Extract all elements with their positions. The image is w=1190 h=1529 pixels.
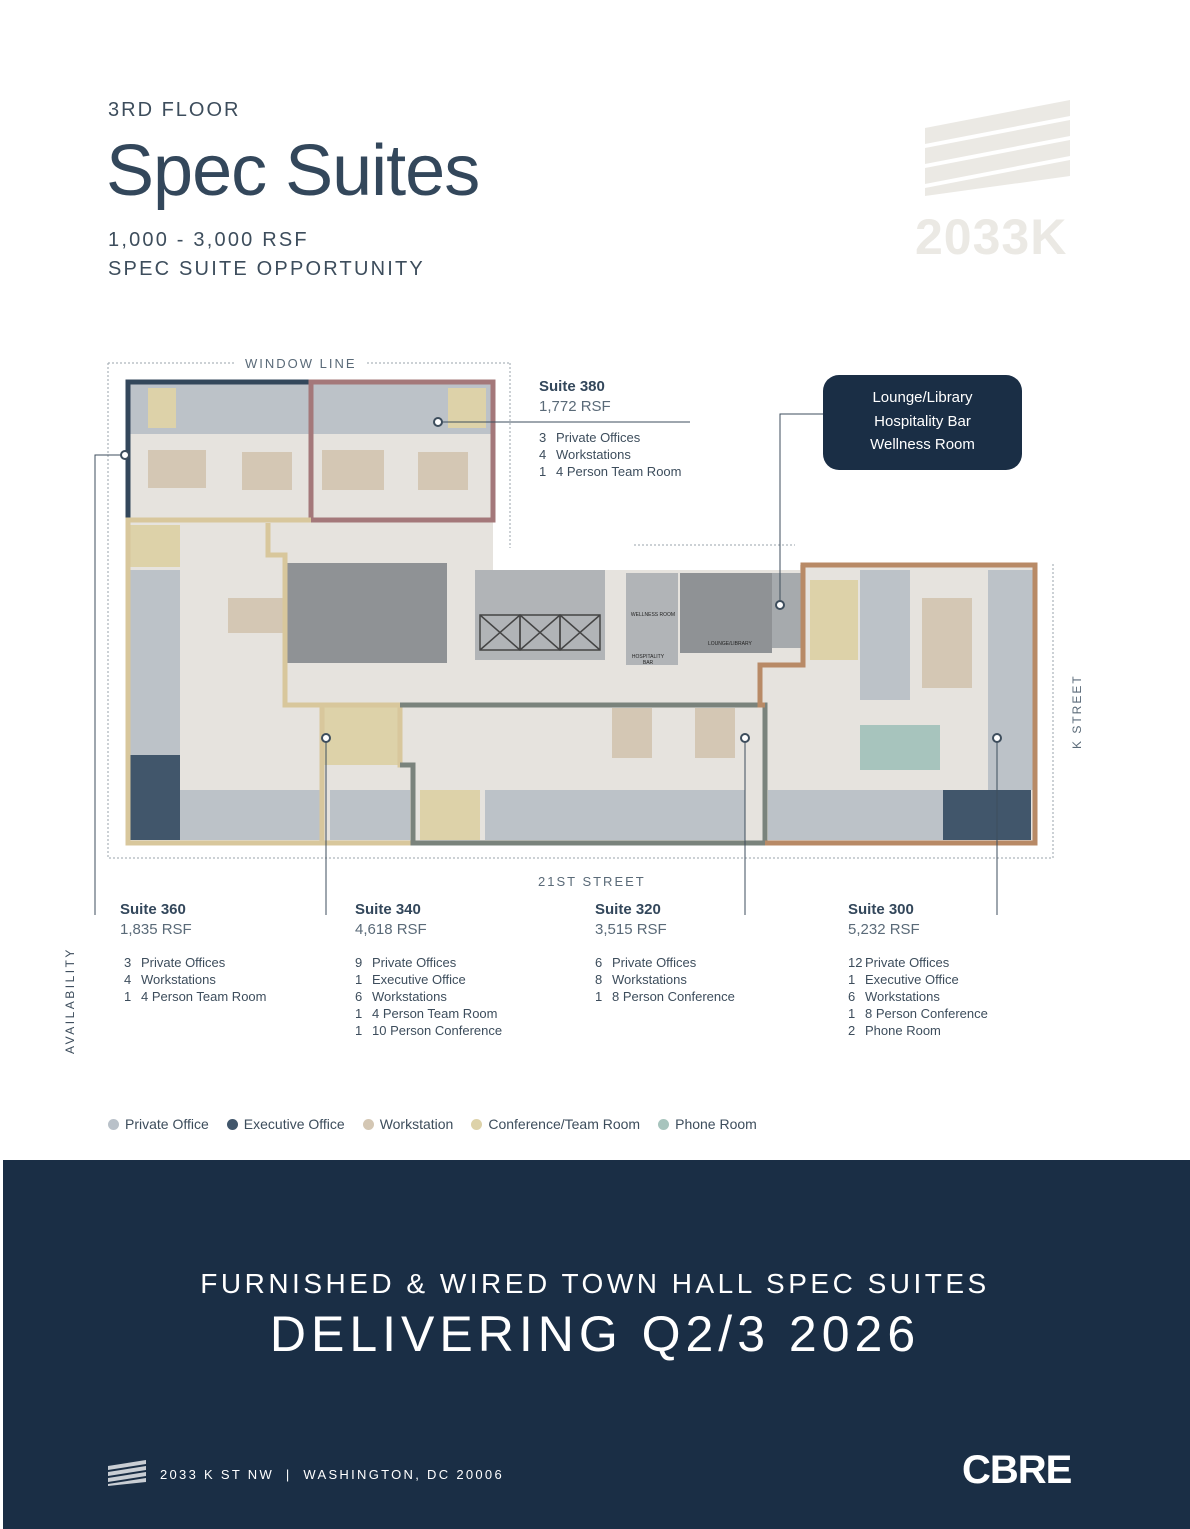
suite-rsf: 4,618 RSF [355, 921, 427, 938]
footer-address: 2033 K ST NW | WASHINGTON, DC 20006 [160, 1467, 504, 1482]
legend: Private Office Executive Office Workstat… [108, 1116, 775, 1132]
page-title: Spec Suites [106, 131, 480, 211]
street-label-bottom: 21ST STREET [538, 874, 646, 889]
legend-swatch [108, 1118, 119, 1130]
legend-phone-room: Phone Room [658, 1116, 757, 1132]
rsf-range: 1,000 - 3,000 RSF [108, 229, 309, 251]
amenity-wellness: Wellness Room [870, 436, 975, 453]
footer-headline: DELIVERING Q2/3 2026 [269, 1306, 921, 1362]
amenity-callout: Lounge/Library Hospitality Bar Wellness … [823, 375, 1022, 470]
suite-name: Suite 380 [539, 378, 605, 395]
hospitality-bar-label: HOSPITALITY BAR [631, 654, 665, 666]
suite-rsf: 5,232 RSF [848, 921, 920, 938]
availability-label: AVAILABILITY [63, 947, 77, 1054]
suite-rsf: 3,515 RSF [595, 921, 667, 938]
floor-label: 3RD FLOOR [108, 99, 241, 121]
street-label-right: K STREET [1070, 674, 1084, 749]
amenity-lounge: Lounge/Library [872, 389, 973, 406]
building-small-icon [108, 1460, 146, 1486]
lounge-library-label: LOUNGE/LIBRARY [708, 641, 752, 647]
footer-subtitle: FURNISHED & WIRED TOWN HALL SPEC SUITES [200, 1268, 990, 1299]
legend-swatch [471, 1118, 483, 1130]
suite-name: Suite 360 [120, 901, 186, 918]
wellness-room-label: WELLNESS ROOM [630, 612, 676, 618]
opportunity-label: SPEC SUITE OPPORTUNITY [108, 258, 425, 280]
building-logo-icon [925, 100, 1070, 196]
legend-swatch [658, 1118, 670, 1130]
suite-name: Suite 340 [355, 901, 421, 918]
suite-rsf: 1,772 RSF [539, 398, 611, 415]
legend-swatch [362, 1118, 374, 1130]
legend-workstation: Workstation [362, 1116, 453, 1132]
window-line-label: WINDOW LINE [245, 356, 357, 371]
suite-name: Suite 300 [848, 901, 914, 918]
legend-swatch [226, 1118, 238, 1130]
suite-name: Suite 320 [595, 901, 661, 918]
legend-executive-office: Executive Office [226, 1116, 345, 1132]
suite-rsf: 1,835 RSF [120, 921, 192, 938]
footer-banner [3, 1160, 1190, 1529]
cbre-logo: CBRE [962, 1448, 1072, 1492]
legend-conference: Conference/Team Room [471, 1116, 640, 1132]
amenity-bar: Hospitality Bar [874, 412, 971, 430]
building-mark: 2033K [915, 209, 1068, 265]
floor-plan [94, 362, 1054, 915]
legend-private-office: Private Office [108, 1116, 209, 1132]
